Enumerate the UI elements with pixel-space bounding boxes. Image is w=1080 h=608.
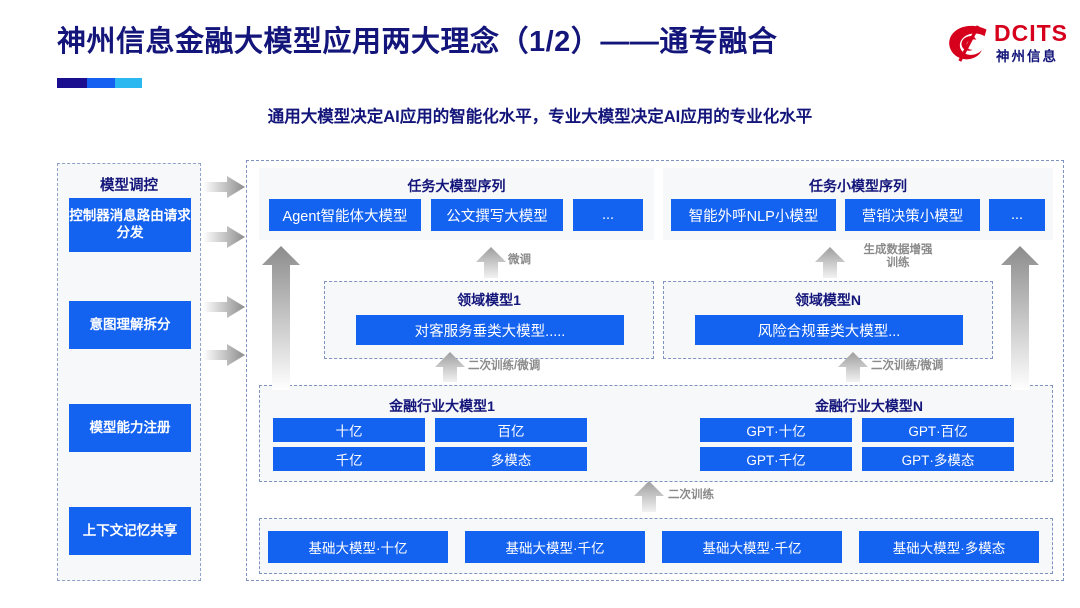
industry-model-group-1: 金融行业大模型1 十亿 百亿 千亿 多模态 — [267, 388, 617, 479]
arrow-label-data-aug: 生成数据增强训练 — [863, 244, 933, 270]
model-control-title: 模型调控 — [100, 178, 158, 194]
industry-n-item-3[interactable]: GPT·多模态 — [862, 447, 1014, 471]
industry-1-item-1[interactable]: 百亿 — [435, 418, 587, 442]
flow-arrow-right-4 — [203, 344, 245, 366]
architecture-frame — [246, 160, 1064, 581]
task-large-item-2[interactable]: ... — [573, 199, 643, 231]
domain-model-title-n: 领域模型N — [794, 292, 862, 308]
control-item-3[interactable]: 上下文记忆共享 — [69, 507, 191, 555]
task-small-model-title: 任务小模型序列 — [809, 178, 907, 194]
model-control-panel: 模型调控 控制器消息路由请求分发 意图理解拆分 模型能力注册 上下文记忆共享 — [57, 163, 201, 581]
domain-model-title-1: 领域模型1 — [457, 292, 521, 308]
industry-model-group-n: 金融行业大模型N GPT·十亿 GPT·百亿 GPT·千亿 GPT·多模态 — [694, 388, 1044, 479]
page-title: 神州信息金融大模型应用两大理念（1/2）——通专融合 — [57, 26, 778, 58]
control-item-1[interactable]: 意图理解拆分 — [69, 301, 191, 349]
base-model-item-1[interactable]: 基础大模型·千亿 — [465, 531, 645, 563]
control-item-2[interactable]: 模型能力注册 — [69, 404, 191, 452]
task-small-item-0[interactable]: 智能外呼NLP小模型 — [671, 199, 836, 231]
industry-1-item-2[interactable]: 千亿 — [273, 447, 425, 471]
accent-segment-2 — [86, 78, 115, 88]
arrow-label-retrain-finetune-right: 二次训练/微调 — [871, 360, 944, 372]
domain-model-group-n: 领域模型N 风险合规垂类大模型... — [663, 281, 993, 359]
domain-model-item-n[interactable]: 风险合规垂类大模型... — [695, 315, 963, 345]
base-model-item-3[interactable]: 基础大模型·多模态 — [859, 531, 1039, 563]
task-large-model-group: 任务大模型序列 Agent智能体大模型 公文撰写大模型 ... — [259, 168, 654, 240]
flow-arrow-right-1 — [203, 176, 245, 198]
domain-model-group-1: 领域模型1 对客服务垂类大模型..... — [324, 281, 654, 359]
flow-arrow-right-2 — [203, 226, 245, 248]
dcits-swirl-icon — [949, 25, 987, 62]
industry-model-title-n: 金融行业大模型N — [814, 398, 924, 414]
task-small-model-group: 任务小模型序列 智能外呼NLP小模型 营销决策小模型 ... — [663, 168, 1053, 240]
title-accent-bar — [57, 78, 142, 88]
control-item-0[interactable]: 控制器消息路由请求分发 — [69, 198, 191, 252]
task-large-model-title: 任务大模型序列 — [407, 178, 506, 194]
arrow-label-finetune: 微调 — [508, 254, 531, 266]
base-model-group: 基础大模型·十亿 基础大模型·千亿 基础大模型·千亿 基础大模型·多模态 — [259, 518, 1053, 574]
task-large-item-1[interactable]: 公文撰写大模型 — [431, 199, 563, 231]
industry-1-item-0[interactable]: 十亿 — [273, 418, 425, 442]
task-small-item-1[interactable]: 营销决策小模型 — [845, 199, 980, 231]
flow-arrow-right-3 — [203, 296, 245, 318]
industry-1-item-3[interactable]: 多模态 — [435, 447, 587, 471]
domain-model-item-1[interactable]: 对客服务垂类大模型..... — [356, 315, 624, 345]
company-logo: DCITS 神州信息 — [946, 18, 1067, 70]
base-model-item-0[interactable]: 基础大模型·十亿 — [268, 531, 448, 563]
arrow-label-retrain-finetune-left: 二次训练/微调 — [468, 360, 541, 372]
industry-n-item-1[interactable]: GPT·百亿 — [862, 418, 1014, 442]
logo-text-en: DCITS — [994, 20, 1068, 46]
industry-model-title-1: 金融行业大模型1 — [389, 398, 495, 414]
industry-n-item-2[interactable]: GPT·千亿 — [700, 447, 852, 471]
accent-segment-1 — [57, 78, 87, 88]
industry-n-item-0[interactable]: GPT·十亿 — [700, 418, 852, 442]
arrow-label-retrain: 二次训练 — [668, 489, 714, 501]
base-model-item-2[interactable]: 基础大模型·千亿 — [662, 531, 842, 563]
page-subtitle: 通用大模型决定AI应用的智能化水平，专业大模型决定AI应用的专业化水平 — [267, 108, 813, 126]
task-small-item-2[interactable]: ... — [989, 199, 1045, 231]
task-large-item-0[interactable]: Agent智能体大模型 — [269, 199, 421, 231]
logo-text-cn: 神州信息 — [996, 49, 1058, 64]
accent-segment-3 — [114, 78, 142, 88]
